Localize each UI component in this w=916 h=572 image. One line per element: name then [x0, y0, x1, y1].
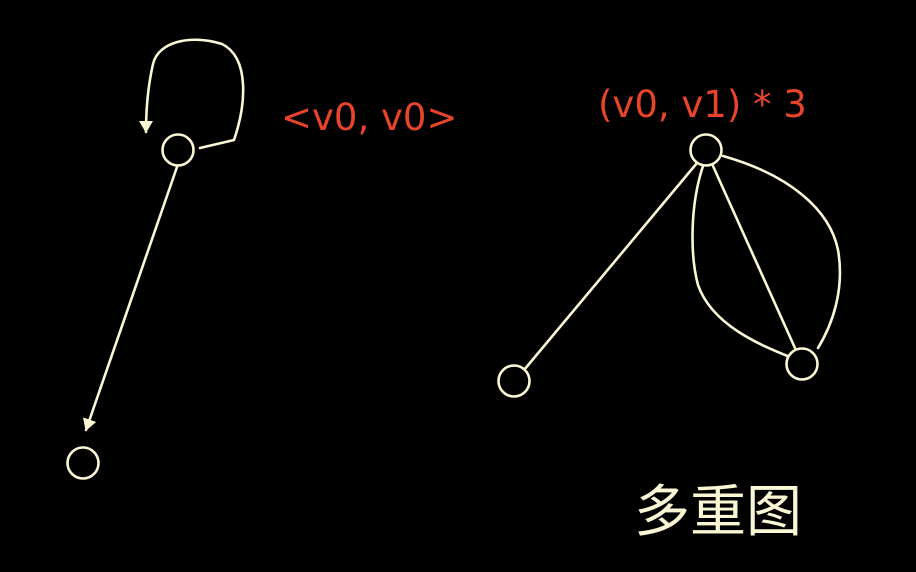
multi-edge-curve-right [721, 154, 842, 350]
left-node-v0 [161, 133, 195, 167]
left-node-v1 [66, 446, 100, 480]
self-loop-edge [139, 38, 245, 150]
multi-edge-straight [711, 164, 797, 350]
right-node-right [785, 347, 819, 381]
single-edge [522, 161, 699, 372]
directed-edge [82, 165, 179, 432]
multi-edge-curve-left [691, 164, 792, 359]
loop-label: <v0, v0> [281, 96, 458, 139]
right-node-left [497, 364, 531, 398]
multi-edge-label: (v0, v1) * 3 [598, 83, 807, 126]
diagram-title: 多重图 [634, 480, 802, 545]
right-node-top [689, 133, 723, 167]
